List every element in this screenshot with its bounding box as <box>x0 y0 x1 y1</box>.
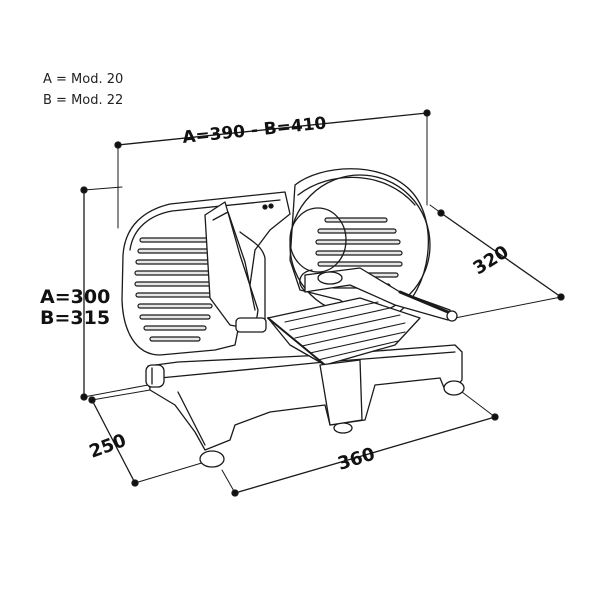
label-height-a: A=300 <box>40 286 110 308</box>
dimension-height <box>80 186 149 401</box>
dimension-top-width <box>114 109 431 229</box>
dimension-base-width <box>221 391 499 497</box>
slicer-base <box>145 344 465 468</box>
slicer-rear-guard <box>121 191 291 356</box>
legend-model-b: B = Mod. 22 <box>43 93 124 108</box>
dimension-depth-right <box>429 204 565 319</box>
label-height-b: B=315 <box>40 307 110 329</box>
dimension-depth-left <box>88 389 206 487</box>
label-top-width: A=390 - B=410 <box>181 113 327 148</box>
legend-model-a: A = Mod. 20 <box>43 72 124 87</box>
slicer-handle-bar <box>299 267 458 322</box>
label-depth-right: 320 <box>470 242 513 280</box>
label-base-width: 360 <box>335 444 377 475</box>
slicer-food-pusher <box>204 201 267 333</box>
slicer-support-column <box>319 359 363 426</box>
slicer-carriage-tray <box>267 297 421 366</box>
